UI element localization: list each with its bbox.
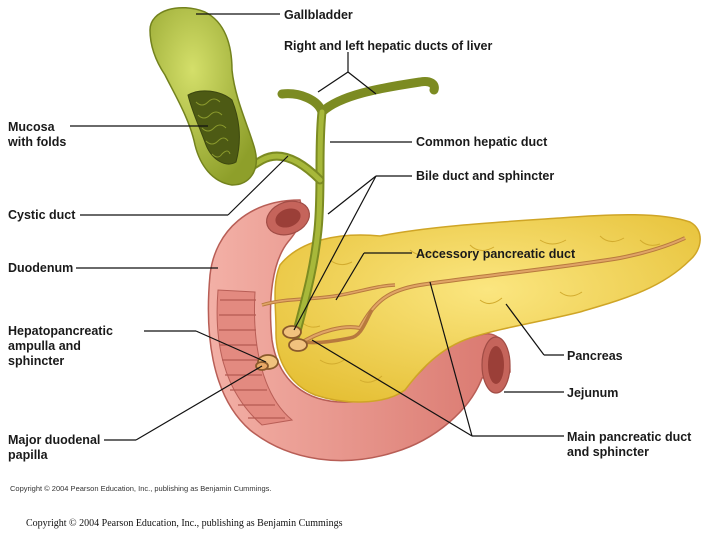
- label-jejunum: Jejunum: [567, 386, 618, 400]
- label-mucosa-line1: Mucosa: [8, 120, 56, 134]
- label-hepatopancreatic-line2: ampulla and: [8, 339, 81, 353]
- label-hepatic-ducts: Right and left hepatic ducts of liver: [284, 39, 492, 53]
- label-major-papilla-line1: Major duodenal: [8, 433, 100, 447]
- figure-credit: Copyright © 2004 Pearson Education, Inc.…: [10, 484, 272, 493]
- gallbladder: [149, 7, 257, 186]
- pancreas: [261, 214, 701, 403]
- label-gallbladder: Gallbladder: [284, 8, 353, 22]
- label-main-pancreatic-line2: and sphincter: [567, 445, 649, 459]
- sphincters: [255, 325, 308, 371]
- label-hepatopancreatic-line3: sphincter: [8, 354, 64, 368]
- mucosa-folds: [187, 90, 240, 165]
- label-pancreas: Pancreas: [567, 349, 623, 363]
- labels: Gallbladder Right and left hepatic ducts…: [7, 8, 692, 493]
- slide-credit: Copyright © 2004 Pearson Education, Inc.…: [26, 518, 343, 529]
- label-mucosa-line2: with folds: [7, 135, 66, 149]
- label-cystic-duct: Cystic duct: [8, 208, 76, 222]
- label-bile-duct: Bile duct and sphincter: [416, 169, 554, 183]
- label-accessory-pancreatic-duct: Accessory pancreatic duct: [416, 247, 576, 261]
- label-duodenum: Duodenum: [8, 261, 73, 275]
- label-main-pancreatic-line1: Main pancreatic duct: [567, 430, 692, 444]
- leader-lines: [70, 13, 564, 441]
- label-hepatopancreatic-line1: Hepatopancreatic: [8, 324, 113, 338]
- label-common-hepatic-duct: Common hepatic duct: [416, 135, 548, 149]
- label-major-papilla-line2: papilla: [8, 448, 49, 462]
